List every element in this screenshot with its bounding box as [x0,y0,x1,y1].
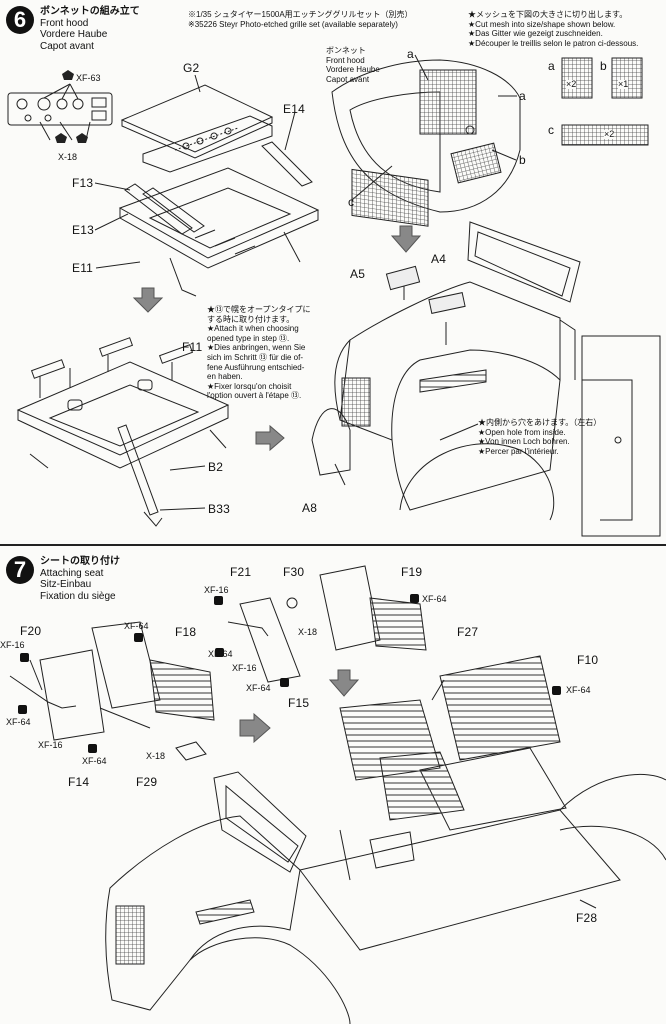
open-type-note: ★⑬で幌をオープンタイプに する時に取り付けます。 ★Attach it whe… [207,305,311,401]
part-x18: X-18 [58,152,78,162]
f13-drawing [124,183,193,235]
part-f13: F13 [72,176,94,190]
part-xf64-e: XF-64 [566,685,591,695]
part-x18-b: X-18 [146,751,166,761]
paint-marker-icon [18,705,27,714]
dashboard-drawing [142,115,273,173]
part-e11: E11 [72,261,94,275]
hole-note: ★内側から穴をあけます。（左右） ★Open hole from inside.… [478,418,602,456]
paint-marker-icon [20,653,29,662]
frame-assembly-drawing [16,337,230,527]
part-xf64-d: XF-64 [246,683,271,693]
part-a5: A5 [350,267,366,281]
mesh-count-c: ×2 [604,129,615,139]
mesh-count-b: ×1 [618,79,629,89]
mesh-template-a [561,57,593,99]
part-xf16-a: XF-16 [204,585,229,595]
part-f15: F15 [288,696,310,710]
part-a8: A8 [302,501,318,515]
arrow-down-step7 [328,669,360,697]
part-xf64-a: XF-64 [422,594,447,604]
bonnet-label-c: c [348,195,355,209]
bonnet-label: ボンネット Front hood Vordere Haube Capot ava… [326,46,380,84]
bonnet-drawing [331,54,521,227]
arrow-down-right [390,225,422,253]
part-f10: F10 [577,653,599,667]
part-f14: F14 [68,775,90,789]
instrument-panel-drawing [7,83,113,141]
paint-marker-icon [214,596,223,605]
part-f28: F28 [576,911,598,925]
arrow-down-left [132,287,164,313]
bonnet-label-a2: a [519,89,526,103]
part-a4: A4 [431,252,447,266]
vehicle-drawing [105,655,666,1024]
title-jp: ボンネットの組み立て [40,6,140,17]
part-xf16-c: XF-16 [232,663,257,673]
grille-note: ※1/35 シュタイヤー1500A用エッチンググリルセット（別売） ※35226… [188,10,413,29]
part-xf64-b: XF-64 [124,621,149,631]
step-7-badge: 7 [6,556,34,584]
part-xf64-f: XF-64 [6,717,31,727]
part-b33: B33 [208,502,230,516]
section-divider [0,544,666,546]
part-xf63: XF-63 [76,73,101,83]
paint-marker-icon [410,594,419,603]
hood-assembly-drawing [311,221,581,521]
mesh-label-a: a [548,59,555,73]
part-e13: E13 [72,223,94,237]
mesh-label-b: b [600,59,607,73]
paint-marker-icon [280,678,289,687]
part-f20: F20 [20,624,42,638]
paint-marker-icon [552,686,561,695]
step-7-title: シートの取り付け Attaching seat Sitz-Einbau Fixa… [40,556,120,602]
part-f19: F19 [401,565,423,579]
paint-marker-icon [215,648,224,657]
part-f29: F29 [136,775,158,789]
part-f27: F27 [457,625,479,639]
part-b2: B2 [208,460,224,474]
title-fr: Capot avant [40,40,94,52]
floor-frame-drawing [95,167,320,297]
step-6-badge: 6 [6,6,34,34]
part-g2: G2 [183,61,200,75]
bonnet-label-a1: a [407,47,414,61]
part-f11: F11 [182,340,203,354]
part-f30: F30 [283,565,305,579]
part-e14: E14 [283,102,305,116]
part-f21: F21 [230,565,252,579]
mesh-note: ★メッシュを下図の大きさに切り出します。 ★Cut mesh into size… [468,10,639,48]
mesh-count-a: ×2 [566,79,577,89]
arrow-right-middle [255,424,285,452]
step-6-title: ボンネットの組み立て Front hood Vordere Haube Capo… [40,6,140,52]
arrow-right-step7 [239,712,271,744]
mesh-template-b [611,57,643,99]
part-xf64-g: XF-64 [82,756,107,766]
e14-drawing [261,141,313,187]
paint-marker-icon [88,744,97,753]
part-x18-a: X-18 [298,627,318,637]
seat-right-drawing [227,565,427,683]
mesh-label-c: c [548,123,555,137]
part-xf16-b: XF-16 [0,640,25,650]
part-f18: F18 [175,625,197,639]
seat-left-drawing [9,621,215,761]
title-en: Front hood [40,17,89,29]
g2-panel-drawing [120,74,274,159]
paint-marker-icon [134,633,143,642]
bonnet-label-b: b [519,153,526,167]
title-de: Vordere Haube [40,29,108,40]
part-xf16-d: XF-16 [38,740,63,750]
side-panel-drawing [581,335,661,537]
